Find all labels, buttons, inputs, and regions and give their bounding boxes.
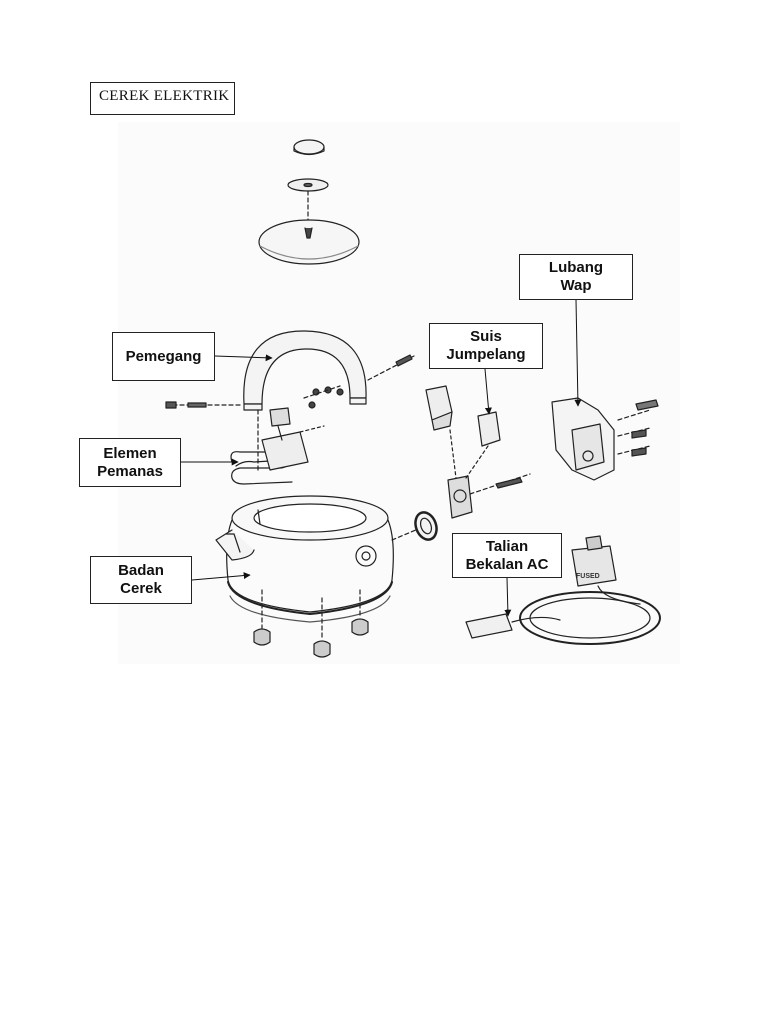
label-line: Bekalan AC: [465, 555, 549, 573]
lid-knob: [293, 139, 325, 156]
pemegang-leader: [214, 354, 273, 362]
label-pemegang: Pemegang: [112, 332, 215, 381]
switch-ring: [414, 511, 438, 541]
label-line: Wap: [560, 277, 592, 294]
label-line: Elemen: [103, 444, 157, 462]
diagram-title: CEREK ELEKTRIK: [90, 82, 235, 115]
steam-vent-cover: [551, 397, 659, 481]
lid-washer: [287, 178, 329, 192]
label-line: Suis: [470, 328, 502, 345]
label-badan-cerek: Badan Cerek: [90, 556, 192, 604]
label-talian-bekalan-ac: Talian Bekalan AC: [452, 533, 562, 578]
lubang-wap-leader: [574, 299, 582, 407]
suis-jumpelang-leader: [484, 368, 492, 415]
label-elemen-pemanas: Elemen Pemanas: [79, 438, 181, 487]
label-line: Talian: [485, 537, 529, 555]
label-line: Lubang: [548, 259, 604, 276]
jug-switch: [425, 385, 531, 519]
kettle-handle: [243, 330, 367, 411]
label-line: Jumpelang: [446, 346, 526, 363]
talian-bekalan-ac-leader: [504, 577, 512, 617]
kettle-lid: [258, 219, 360, 265]
badan-cerek-leader: [191, 572, 251, 581]
label-line: Pemanas: [97, 462, 163, 480]
heating-element: [230, 407, 325, 485]
kettle-feet: [253, 589, 369, 658]
label-line: Badan: [118, 562, 164, 579]
label-line: Cerek: [120, 580, 162, 597]
label-line: Pemegang: [125, 347, 202, 365]
kettle-body: [215, 495, 431, 623]
ac-power-cable: [465, 535, 661, 645]
handle-screws: [165, 354, 415, 471]
label-suis-jumpelang: Suis Jumpelang: [429, 323, 543, 369]
plug-brand-text: FUSED: [576, 573, 600, 580]
label-lubang-wap: Lubang Wap: [519, 254, 633, 300]
